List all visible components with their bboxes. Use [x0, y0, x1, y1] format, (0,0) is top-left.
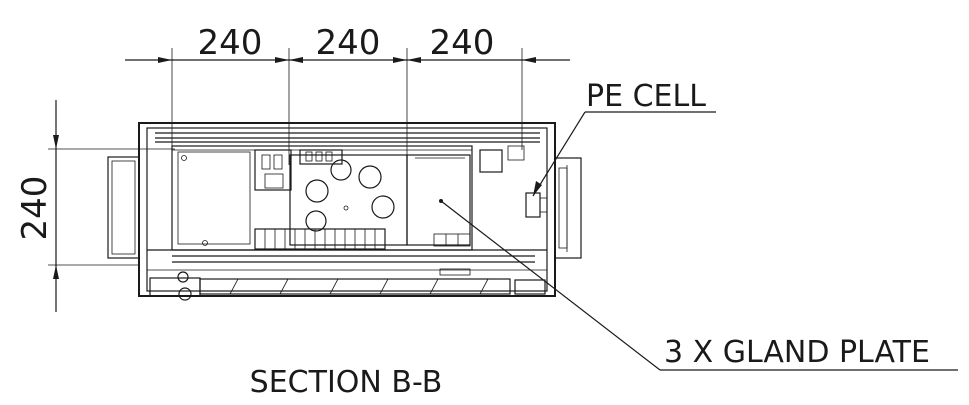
base-clip — [439, 268, 471, 276]
terminal-block-right — [433, 233, 471, 247]
hatch-line — [379, 278, 389, 295]
terminal-slot — [305, 151, 313, 162]
dimension-arrow — [407, 57, 421, 63]
right-side-housing-inner — [558, 167, 568, 249]
hatching — [229, 278, 489, 295]
gland-plate-2 — [406, 154, 471, 246]
pe-cell-lens — [539, 197, 548, 213]
terminal-slot — [264, 173, 284, 189]
dimension-value-2: 240 — [316, 23, 381, 63]
gland-plate-1 — [289, 154, 408, 246]
din-rail-terminals — [254, 228, 471, 250]
terminal-slot — [273, 154, 283, 170]
dimension-arrow — [393, 57, 407, 63]
dimension-value-1: 240 — [198, 23, 263, 63]
terminal-top — [299, 149, 343, 165]
gland-hole — [305, 179, 329, 203]
hatch-line — [479, 278, 489, 295]
floor-section — [199, 278, 511, 295]
gland-hole — [371, 195, 395, 219]
latch — [177, 271, 189, 283]
gland-hole — [330, 159, 352, 181]
component-box — [479, 149, 503, 173]
dimension-arrow — [275, 57, 289, 63]
screw — [202, 240, 208, 246]
din-rail — [254, 228, 386, 250]
dimension-arrow — [158, 57, 172, 63]
top-dimension-chain: 240 240 240 — [125, 23, 570, 165]
dimension-arrow — [53, 265, 59, 279]
right-side-housing — [554, 157, 582, 259]
latch — [178, 287, 192, 301]
base-fixture — [514, 279, 546, 295]
terminal — [254, 149, 292, 191]
gland-plate-label: 3 X GLAND PLATE — [664, 335, 930, 370]
left-dimension: 240 — [15, 100, 175, 312]
pe-cell-callout: PE CELL — [532, 79, 716, 197]
enclosure — [107, 122, 582, 301]
terminal-block-upper — [254, 149, 343, 191]
leader-arrow — [533, 181, 542, 196]
hatch-line — [279, 278, 289, 295]
leader-line — [532, 111, 586, 197]
dimension-value-3: 240 — [430, 23, 495, 63]
pe-cell-body — [525, 192, 541, 218]
terminal-slot — [325, 151, 333, 162]
gland-hole — [305, 210, 327, 232]
leader-line — [440, 200, 661, 371]
panel-section — [177, 151, 251, 245]
gland-hole-small — [343, 205, 349, 211]
pe-cell-label: PE CELL — [586, 79, 706, 114]
terminal-slot — [261, 154, 271, 170]
mounting-plate — [171, 145, 473, 251]
component-box-small — [507, 145, 525, 161]
screw — [181, 155, 187, 161]
gland-hole — [358, 165, 382, 189]
hatch-line — [329, 278, 339, 295]
base-fixture — [149, 277, 201, 297]
gland-plate-callout: 3 X GLAND PLATE — [440, 200, 958, 371]
dimension-arrow — [53, 135, 59, 149]
section-title: SECTION B-B — [250, 365, 443, 400]
dimension-arrow — [522, 57, 536, 63]
dimension-arrow — [289, 57, 303, 63]
hatch-line — [229, 278, 239, 295]
dimension-value-left: 240 — [15, 176, 55, 241]
terminal-slot — [315, 151, 323, 162]
left-side-housing — [107, 156, 140, 259]
left-side-housing-inner — [111, 160, 136, 255]
hatch-line — [429, 278, 439, 295]
